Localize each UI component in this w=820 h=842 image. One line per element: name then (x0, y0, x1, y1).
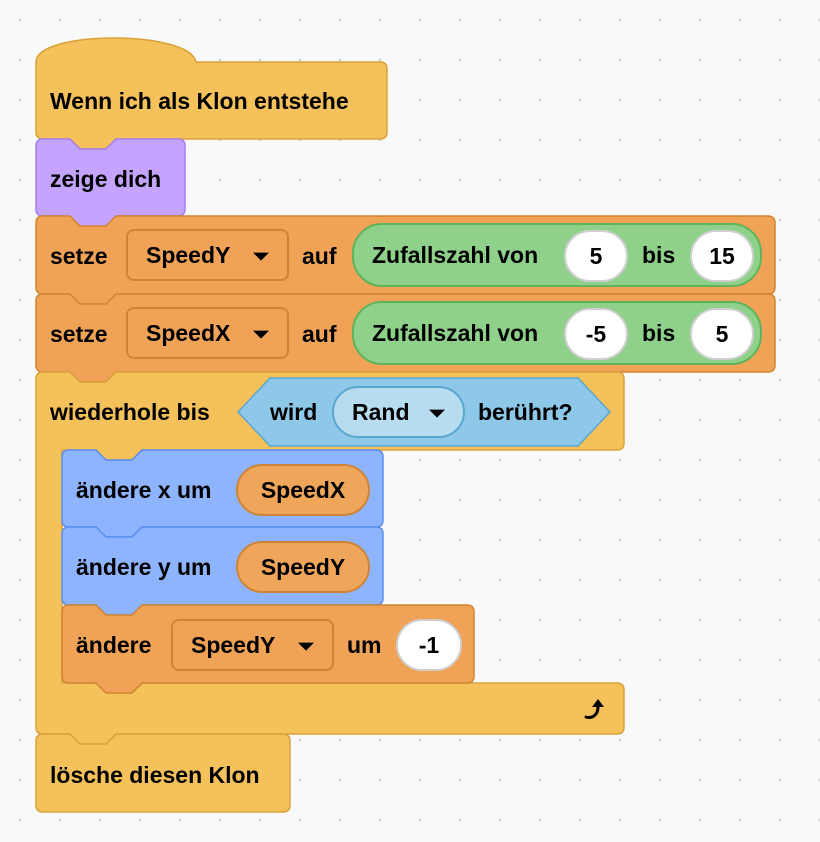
chevron-down-icon (298, 642, 314, 651)
random-from-input[interactable]: 5 (564, 230, 628, 282)
random-reporter[interactable]: Zufallszahl von bis (352, 223, 762, 287)
variable-dropdown-label: SpeedY (191, 632, 276, 658)
random-label: Zufallszahl von (372, 320, 539, 346)
variable-dropdown-speedy[interactable]: SpeedY (126, 229, 289, 281)
to-label: auf (302, 243, 337, 269)
chevron-down-icon (253, 252, 269, 261)
touching-object-dropdown[interactable]: Rand (332, 386, 465, 438)
touching-suffix-label: berührt? (478, 399, 573, 425)
change-y-label: ändere y um (76, 554, 212, 580)
hat-label: Wenn ich als Klon entstehe (50, 88, 349, 114)
speedy-reporter[interactable]: SpeedY (236, 541, 370, 593)
chevron-down-icon (253, 330, 269, 339)
set-label: setze (50, 243, 108, 269)
touching-label: wird (270, 399, 318, 425)
range-to-label: bis (642, 242, 676, 268)
change-label: ändere (76, 632, 152, 658)
loop-arrow-icon (584, 699, 604, 719)
random-label: Zufallszahl von (372, 242, 539, 268)
variable-dropdown-speedy[interactable]: SpeedY (171, 619, 334, 671)
repeat-until-label: wiederhole bis (50, 399, 210, 425)
change-amount-input[interactable]: -1 (396, 619, 462, 671)
random-to-input[interactable]: 15 (690, 230, 754, 282)
change-x-label: ändere x um (76, 477, 212, 503)
to-label: auf (302, 321, 337, 347)
random-from-input[interactable]: -5 (564, 308, 628, 360)
range-to-label: bis (642, 320, 676, 346)
speedx-reporter[interactable]: SpeedX (236, 464, 370, 516)
by-label: um (347, 632, 382, 658)
set-label: setze (50, 321, 108, 347)
random-to-input[interactable]: 5 (690, 308, 754, 360)
touching-object-label: Rand (352, 399, 410, 425)
chevron-down-icon (429, 409, 445, 418)
delete-clone-label: lösche diesen Klon (50, 762, 260, 788)
variable-dropdown-speedx[interactable]: SpeedX (126, 307, 289, 359)
delete-this-clone-block[interactable] (35, 733, 291, 813)
show-label: zeige dich (50, 166, 162, 192)
variable-dropdown-label: SpeedY (146, 242, 231, 268)
variable-dropdown-label: SpeedX (146, 320, 231, 346)
